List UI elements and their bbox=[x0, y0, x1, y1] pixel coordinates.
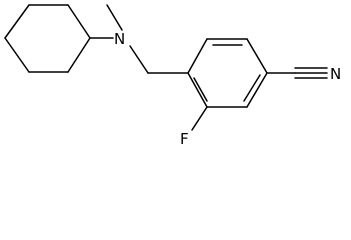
ring-bond bbox=[187, 38, 208, 74]
n-methyl-bond bbox=[106, 4, 123, 31]
ring-bond bbox=[67, 4, 91, 39]
aromatic-double-bond bbox=[193, 77, 208, 102]
ring-bond bbox=[4, 37, 30, 73]
ring-bond bbox=[246, 38, 268, 74]
benzene-ring bbox=[187, 38, 268, 108]
fluorine-label: F bbox=[180, 130, 189, 148]
c-f-bond bbox=[191, 106, 208, 131]
ring-bond bbox=[187, 72, 208, 108]
n-ch2-bond bbox=[129, 45, 149, 74]
nitrile-triple-bond bbox=[294, 67, 328, 79]
cyclohexane-ring bbox=[4, 4, 91, 73]
amine-nitrogen-label: N bbox=[114, 30, 125, 48]
ring-bond bbox=[246, 72, 268, 108]
ring-bond bbox=[67, 37, 91, 73]
ring-bond bbox=[4, 4, 30, 39]
nitrile-nitrogen-label: N bbox=[330, 65, 341, 83]
chemical-structure: N F N bbox=[4, 4, 341, 148]
aromatic-double-bond bbox=[243, 74, 261, 102]
